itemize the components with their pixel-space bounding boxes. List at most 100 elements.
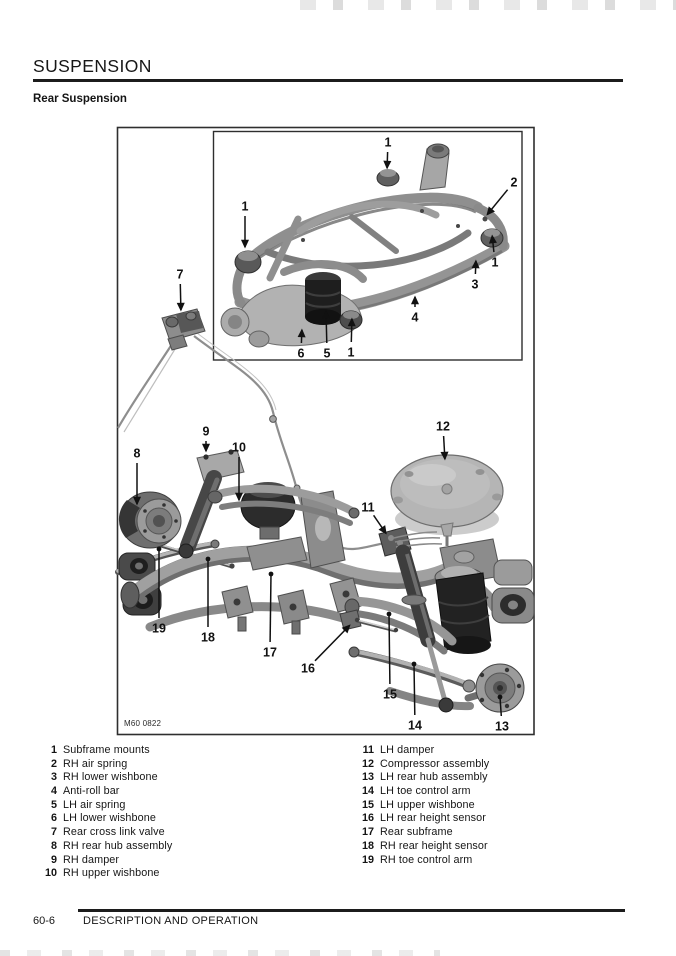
legend-item-number: 9 [50, 853, 57, 866]
legend-item: 4 Anti-roll bar [40, 785, 172, 799]
legend-item: 6 LH lower wishbone [40, 812, 172, 826]
callout-4: 4 [410, 295, 420, 324]
legend-item-number: 3 [50, 771, 57, 784]
subsection-title: Rear Suspension [33, 93, 127, 105]
scan-noise-bottom [0, 950, 440, 956]
legend-item: 17 Rear subframe [355, 826, 489, 840]
legend-item: 14 LH toe control arm [355, 785, 489, 799]
legend-item-number: 14 [361, 785, 374, 798]
footer-page-number: 60-6 [33, 915, 56, 927]
legend-item: 8 RH rear hub assembly [40, 840, 172, 854]
legend-item-label: Subframe mounts [63, 744, 150, 756]
legend-item-number: 19 [361, 853, 374, 866]
callout-10: 10 [232, 440, 246, 502]
legend-item-number: 13 [361, 771, 374, 784]
legend-item: 9 RH damper [40, 854, 172, 868]
legend-item-number: 4 [50, 785, 57, 798]
legend-item-label: LH lower wishbone [63, 812, 156, 825]
svg-text:2: 2 [511, 175, 518, 189]
legend-item-label: LH rear hub assembly [380, 771, 488, 784]
svg-text:13: 13 [495, 719, 509, 733]
svg-text:1: 1 [492, 255, 499, 269]
legend-item-label: LH upper wishbone [380, 798, 475, 811]
callout-5: 5 [322, 309, 331, 360]
legend-item-label: Rear subframe [380, 826, 453, 839]
legend-item-label: RH upper wishbone [63, 867, 160, 880]
svg-text:6: 6 [298, 346, 305, 360]
svg-text:5: 5 [324, 346, 331, 360]
legend-item: 19 RH toe control arm [355, 854, 489, 868]
legend-item-number: 18 [361, 839, 374, 852]
legend-item-number: 17 [361, 826, 374, 839]
svg-text:17: 17 [263, 645, 277, 659]
svg-text:1: 1 [385, 135, 392, 149]
legend-item-number: 7 [50, 826, 57, 839]
svg-text:8: 8 [134, 446, 141, 460]
svg-text:16: 16 [301, 661, 315, 675]
callout-19: 19 [152, 546, 166, 635]
legend-item: 7 Rear cross link valve [40, 826, 172, 840]
footer-rule [78, 909, 625, 912]
svg-text:1: 1 [242, 199, 249, 213]
callout-15: 15 [383, 611, 397, 701]
footer-section-text: DESCRIPTION AND OPERATION [83, 915, 259, 927]
callout-1: 1 [488, 234, 499, 269]
legend-item: 15 LH upper wishbone [355, 799, 489, 813]
legend-item-label: LH damper [380, 744, 435, 756]
callout-3: 3 [472, 259, 480, 291]
callout-13: 13 [495, 694, 509, 733]
legend-item-label: RH rear hub assembly [63, 839, 173, 852]
figure-inset-frame [212, 130, 523, 361]
rear-suspension-illustration [115, 308, 535, 713]
svg-text:11: 11 [361, 500, 374, 514]
svg-text:14: 14 [408, 718, 422, 732]
legend-item: 13 LH rear hub assembly [355, 771, 489, 785]
legend-item-label: LH rear height sensor [380, 812, 486, 825]
subframe-illustration [220, 143, 510, 348]
legend-item-number: 6 [50, 812, 57, 825]
legend-item-number: 16 [361, 812, 374, 825]
legend-item-number: 15 [361, 798, 374, 811]
svg-text:4: 4 [412, 310, 419, 324]
callout-7: 7 [177, 267, 185, 312]
legend-item-label: LH toe control arm [380, 785, 471, 798]
svg-text:18: 18 [201, 630, 215, 644]
legend-item-number: 8 [50, 839, 57, 852]
callout-11: 11 [361, 500, 387, 535]
figure-code: M60 0822 [124, 719, 162, 728]
svg-text:19: 19 [152, 621, 166, 635]
legend-item: 16 LH rear height sensor [355, 812, 489, 826]
svg-text:10: 10 [232, 440, 246, 454]
legend-item-label: RH toe control arm [380, 853, 473, 866]
legend-item: 10 RH upper wishbone [40, 867, 172, 881]
legend-item-label: Compressor assembly [380, 757, 490, 770]
callout-2: 2 [486, 175, 518, 216]
legend-item-label: RH damper [63, 853, 120, 866]
legend-item-number: 10 [44, 867, 57, 880]
callout-6: 6 [298, 328, 306, 360]
legend-item-label: RH rear height sensor [380, 839, 488, 852]
legend-item: 5 LH air spring [40, 799, 172, 813]
legend-item-number: 5 [50, 798, 57, 811]
legend-item: 18 RH rear height sensor [355, 840, 489, 854]
callout-16: 16 [301, 624, 351, 675]
svg-text:12: 12 [436, 419, 450, 433]
section-title-rule [33, 79, 623, 82]
callout-18: 18 [201, 556, 215, 644]
svg-text:15: 15 [383, 687, 397, 701]
section-title: SUSPENSION [33, 56, 152, 76]
legend-item-label: Anti-roll bar [63, 785, 120, 798]
legend-item-label: LH air spring [63, 798, 126, 811]
legend-item-label: Rear cross link valve [63, 826, 165, 839]
callout-12: 12 [436, 419, 450, 461]
callout-14: 14 [408, 661, 422, 732]
